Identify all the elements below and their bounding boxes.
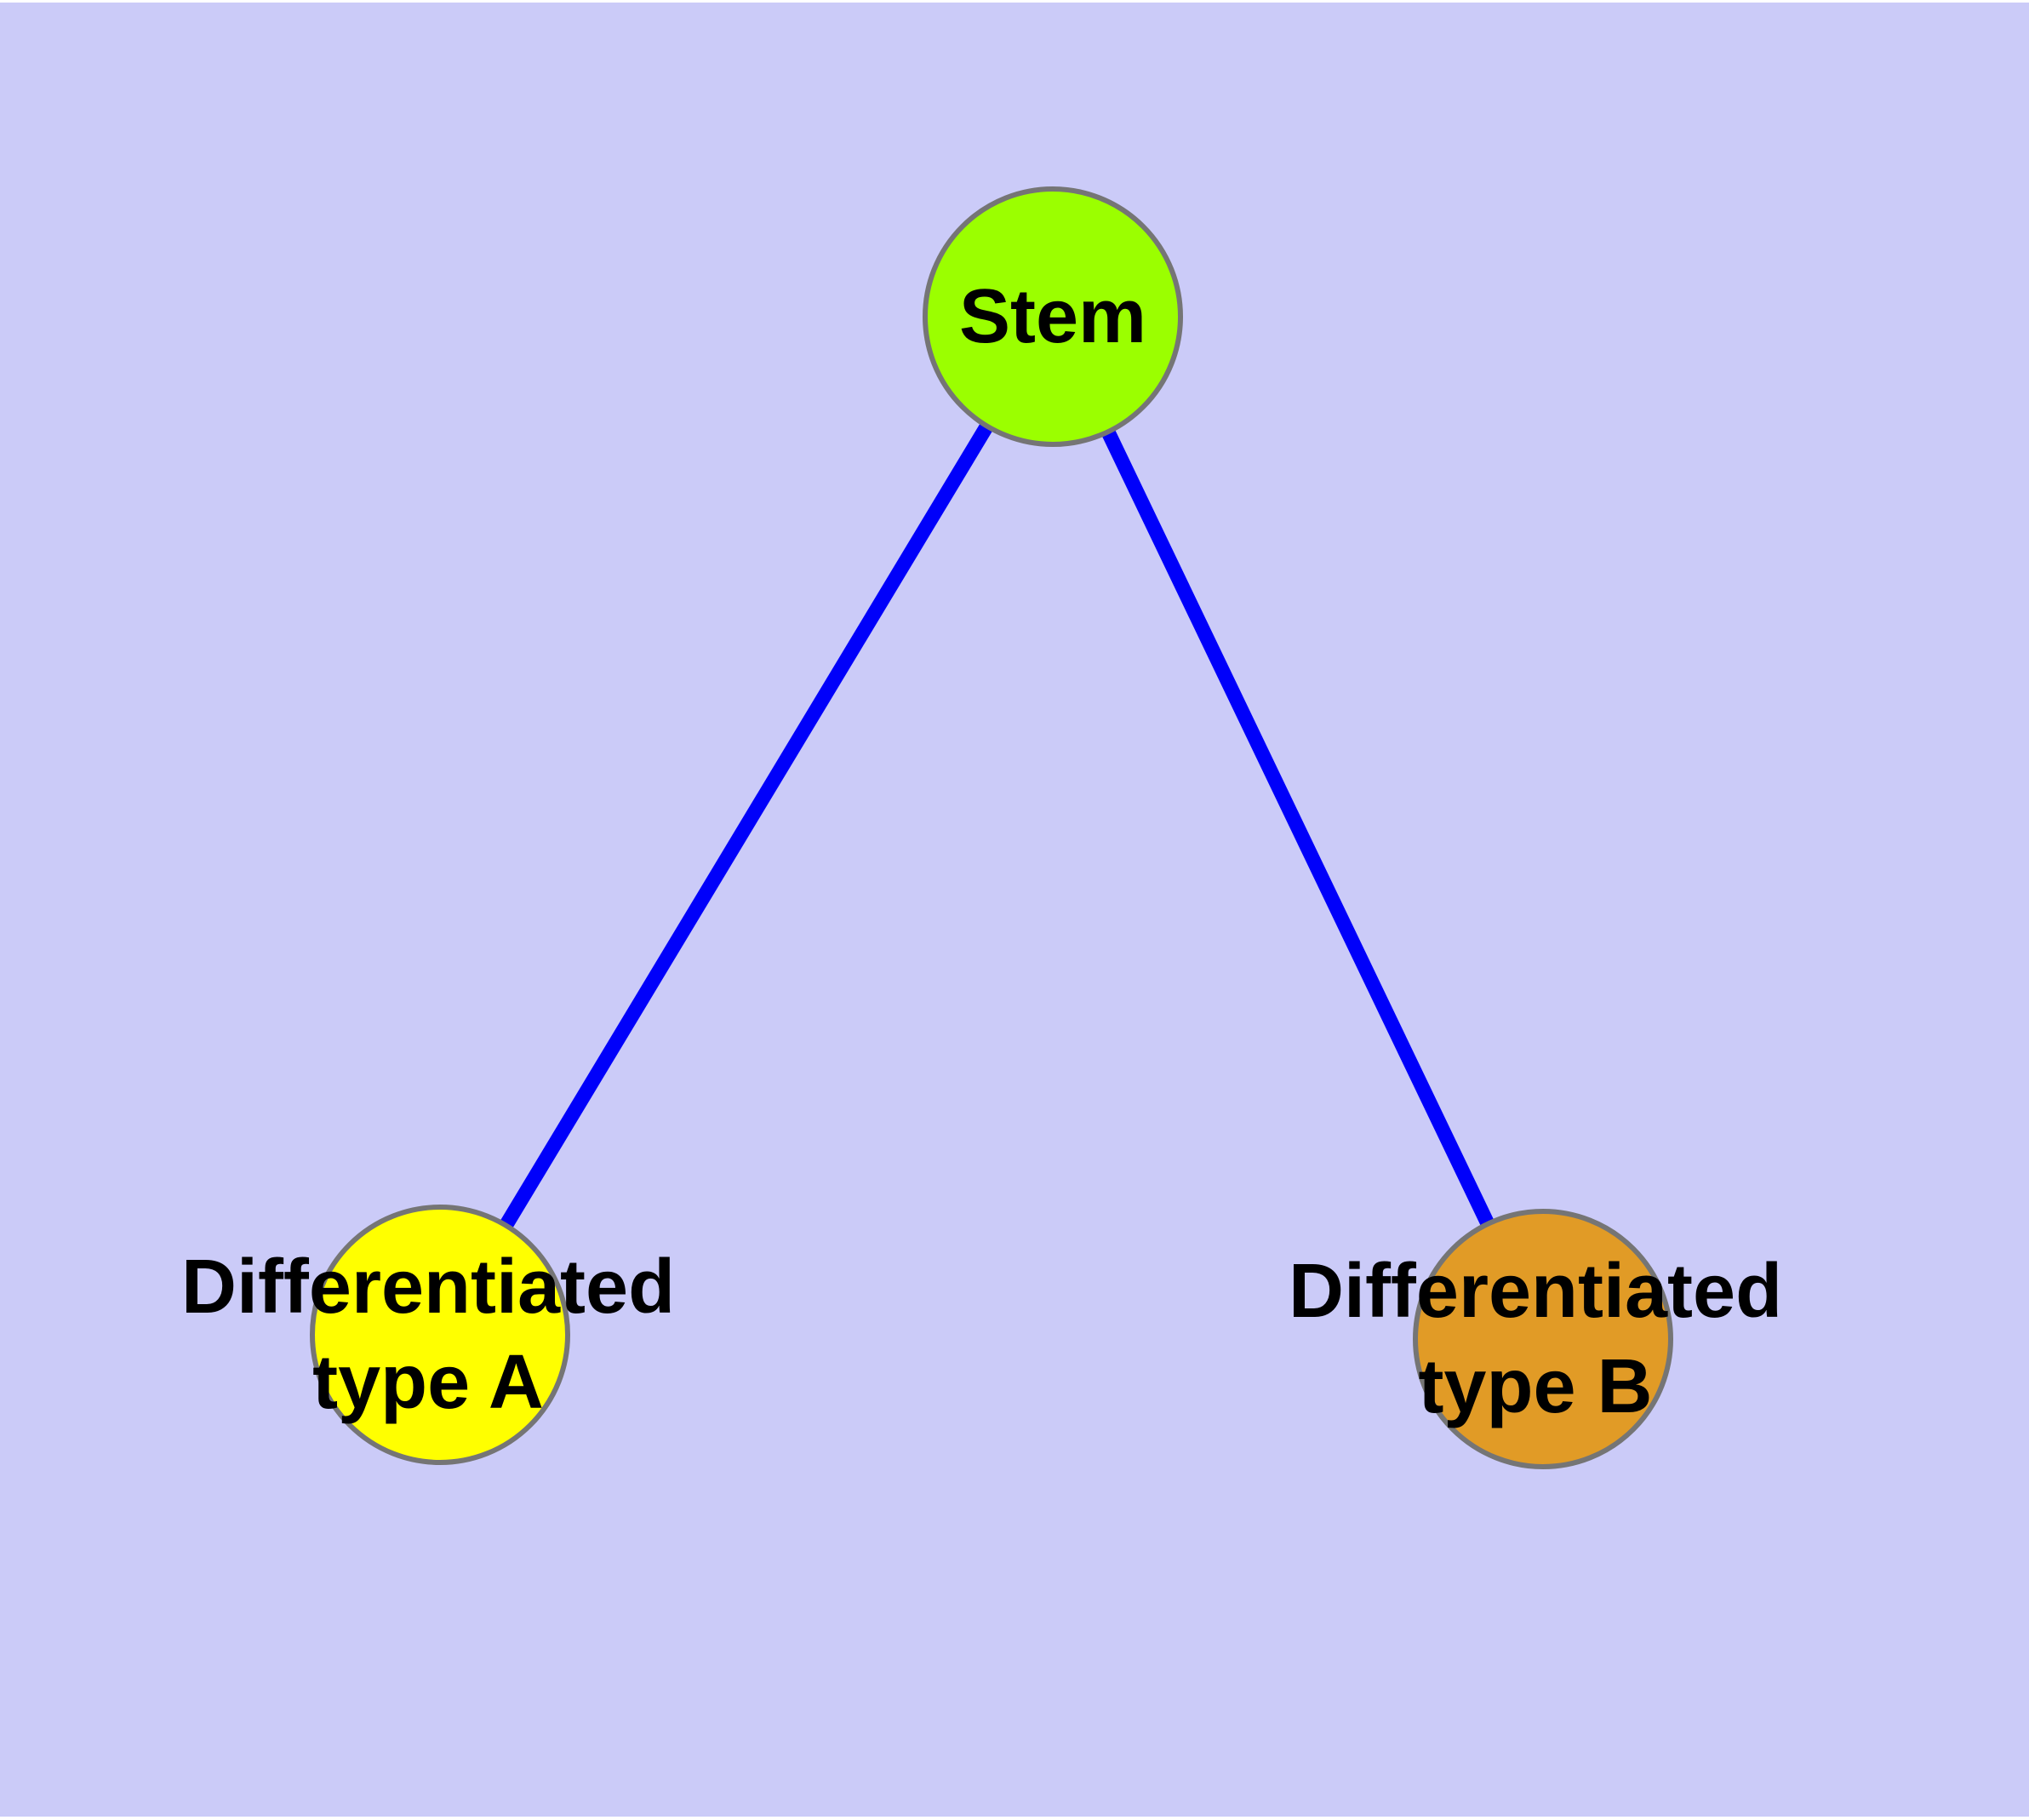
node-type-b-label-line2: type B [1418,1344,1653,1429]
node-stem-label: Stem [959,269,1146,364]
node-type-a-circle [310,1205,570,1465]
node-type-a-label: Differentiated type A [181,1239,675,1430]
node-stem-circle [923,186,1183,447]
node-type-b-label: Differentiated type B [1289,1244,1782,1434]
node-type-b-circle [1413,1209,1673,1469]
node-type-a-label-line1: Differentiated [180,1245,676,1330]
node-type-a-label-line2: type A [312,1340,544,1425]
node-stem-label-text: Stem [958,274,1147,359]
edge-stem-to-type-b [1046,313,1550,1342]
node-type-b-label-line1: Differentiated [1288,1249,1783,1334]
edge-stem-to-type-a [433,312,1060,1339]
